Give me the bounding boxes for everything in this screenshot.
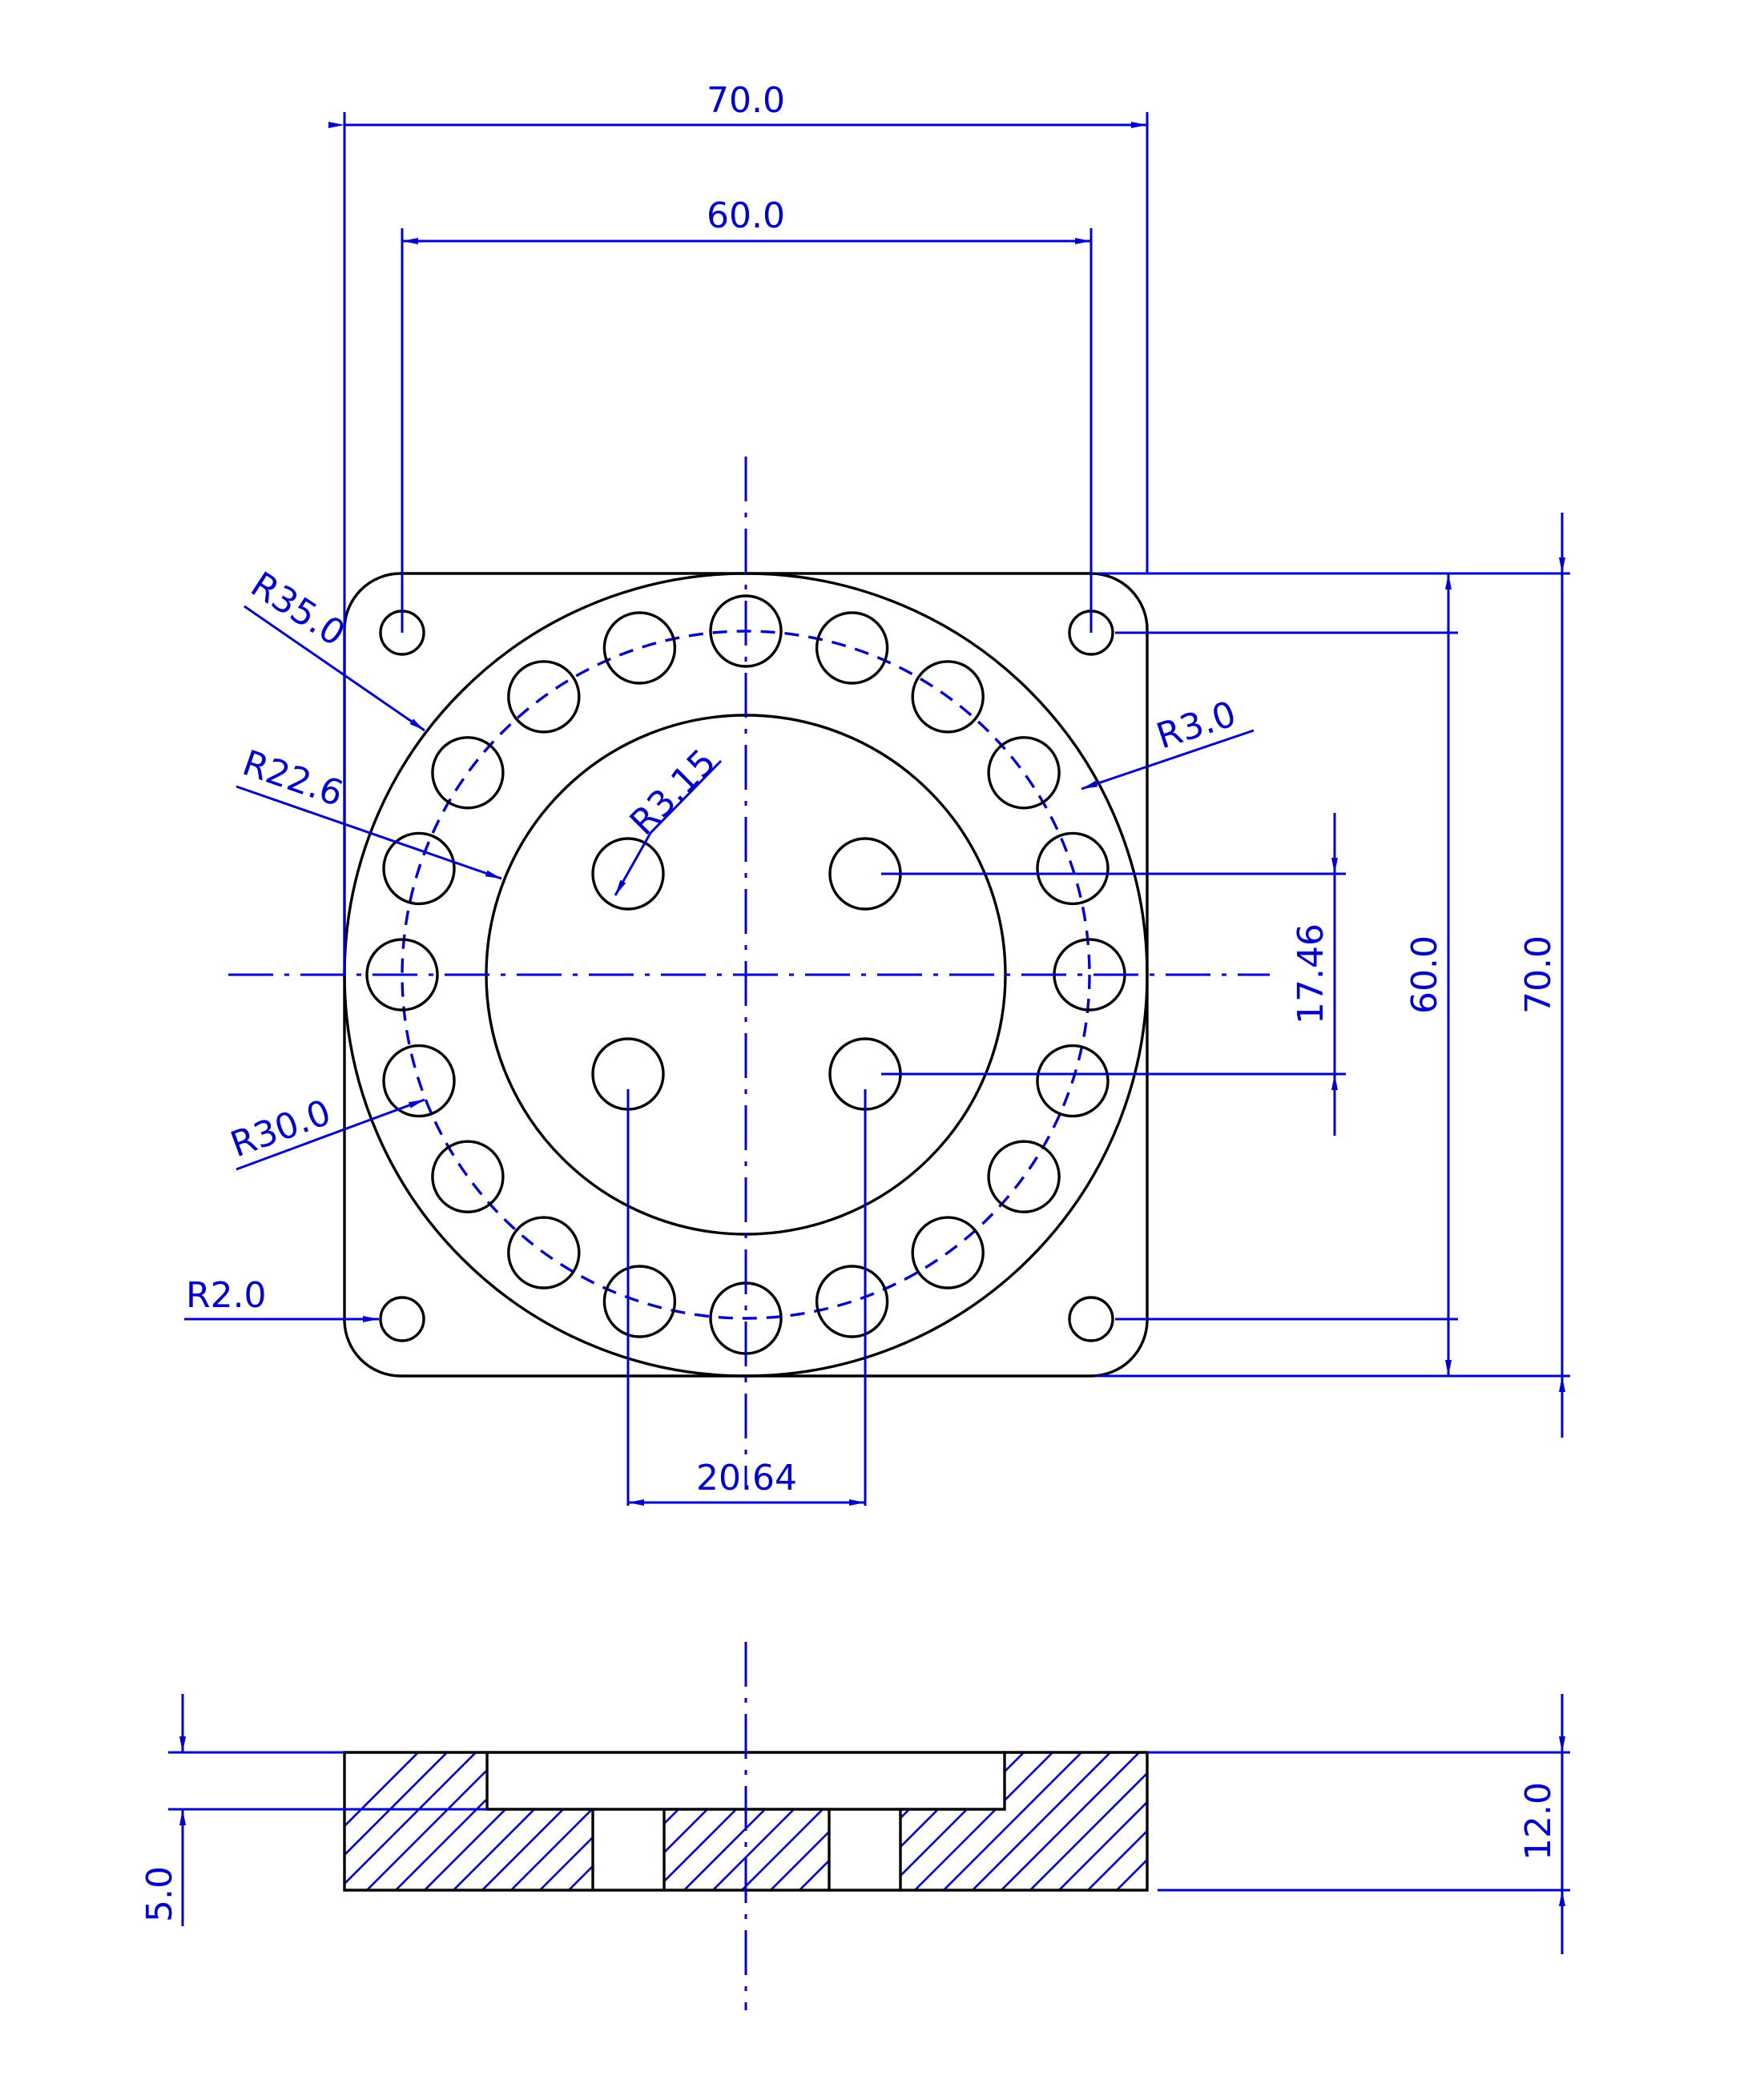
hatch-line [350, 1752, 522, 1890]
ring-hole [1036, 831, 1110, 906]
leader-r3 [1081, 729, 1255, 791]
ring-hole [911, 660, 985, 734]
leader-r315 [614, 832, 652, 896]
ring-hole [987, 1140, 1061, 1213]
label-radius-inner-hole: R3.15 [622, 742, 724, 843]
hatch-line [1187, 1736, 1357, 1906]
label-radius-outer: R35.0 [244, 564, 352, 654]
hole-gap [829, 1809, 900, 1891]
leader-r30 [236, 1098, 425, 1171]
top-view [228, 457, 1270, 1490]
hatch-line [408, 1752, 579, 1890]
ring-hole [431, 1140, 505, 1213]
ring-hole [365, 938, 439, 1012]
hatch-line [344, 1752, 493, 1890]
hole-gaps [593, 1809, 900, 1891]
label-top-inner: 60.0 [707, 195, 785, 236]
ring-hole [507, 660, 581, 734]
label-recess-depth: 5.0 [139, 1866, 180, 1922]
label-vertical-holes: 17.46 [1291, 923, 1331, 1024]
hatch-line [1013, 1752, 1147, 1890]
ring-hole [709, 594, 783, 668]
hatch-line [1158, 1736, 1328, 1906]
ring-hole [602, 1265, 677, 1338]
leader-r35 [244, 605, 425, 732]
label-radius-bore: R22.6 [237, 742, 348, 815]
hatch-line [1042, 1752, 1147, 1890]
label-radius-ring-hole: R3.0 [1152, 694, 1241, 758]
inner-hole [591, 837, 665, 911]
hatch-line [1274, 1736, 1444, 1906]
hatch-line [437, 1752, 608, 1890]
dimensions [184, 112, 1570, 1506]
hatch-line [927, 1752, 1098, 1890]
ring-hole [382, 1044, 456, 1118]
ring-hole [507, 1216, 581, 1289]
leader-r22 [236, 785, 502, 880]
ring-hole [815, 611, 889, 685]
section-labels: 5.0 12.0 [139, 1782, 1559, 1922]
hatch-line [898, 1752, 1069, 1890]
hatch-line [1100, 1752, 1147, 1890]
label-right-outer: 70.0 [1518, 935, 1559, 1014]
corner-hole [379, 1296, 425, 1342]
dimension-labels: 70.0 60.0 70.0 60.0 17.46 20.64 R35.0 R2… [186, 80, 1559, 1499]
label-right-inner: 60.0 [1404, 935, 1445, 1014]
hatch-line [985, 1752, 1147, 1890]
ring-hole [987, 736, 1061, 810]
label-total-thickness: 12.0 [1518, 1782, 1559, 1861]
hatch-line [667, 1752, 839, 1890]
corner-hole [1068, 1296, 1114, 1342]
label-top-outer: 70.0 [707, 80, 785, 121]
hatch-line [1071, 1752, 1147, 1890]
hatch-line [379, 1752, 550, 1890]
ring-hole [911, 1216, 985, 1289]
hatch-line [344, 1752, 464, 1890]
label-radius-pitch: R30.0 [225, 1092, 336, 1165]
ring-hole [602, 611, 677, 685]
ring-hole [1036, 1044, 1110, 1118]
hatch-line [1216, 1736, 1386, 1906]
hatch-line [1245, 1736, 1415, 1906]
section-view [343, 1642, 1444, 2010]
ring-holes [365, 594, 1126, 1355]
section-dimensions [168, 1694, 1570, 1954]
hatch-line [956, 1752, 1127, 1890]
ring-hole [431, 736, 505, 810]
hatch-line [344, 1752, 435, 1890]
label-radius-corner-hole: R2.0 [186, 1275, 267, 1316]
ring-hole [382, 831, 456, 906]
leader-r315 [649, 759, 723, 835]
hatch-line [1129, 1752, 1147, 1890]
ring-hole [815, 1265, 889, 1338]
hole-gap [593, 1809, 664, 1891]
label-horizontal-holes: 20.64 [696, 1458, 797, 1499]
